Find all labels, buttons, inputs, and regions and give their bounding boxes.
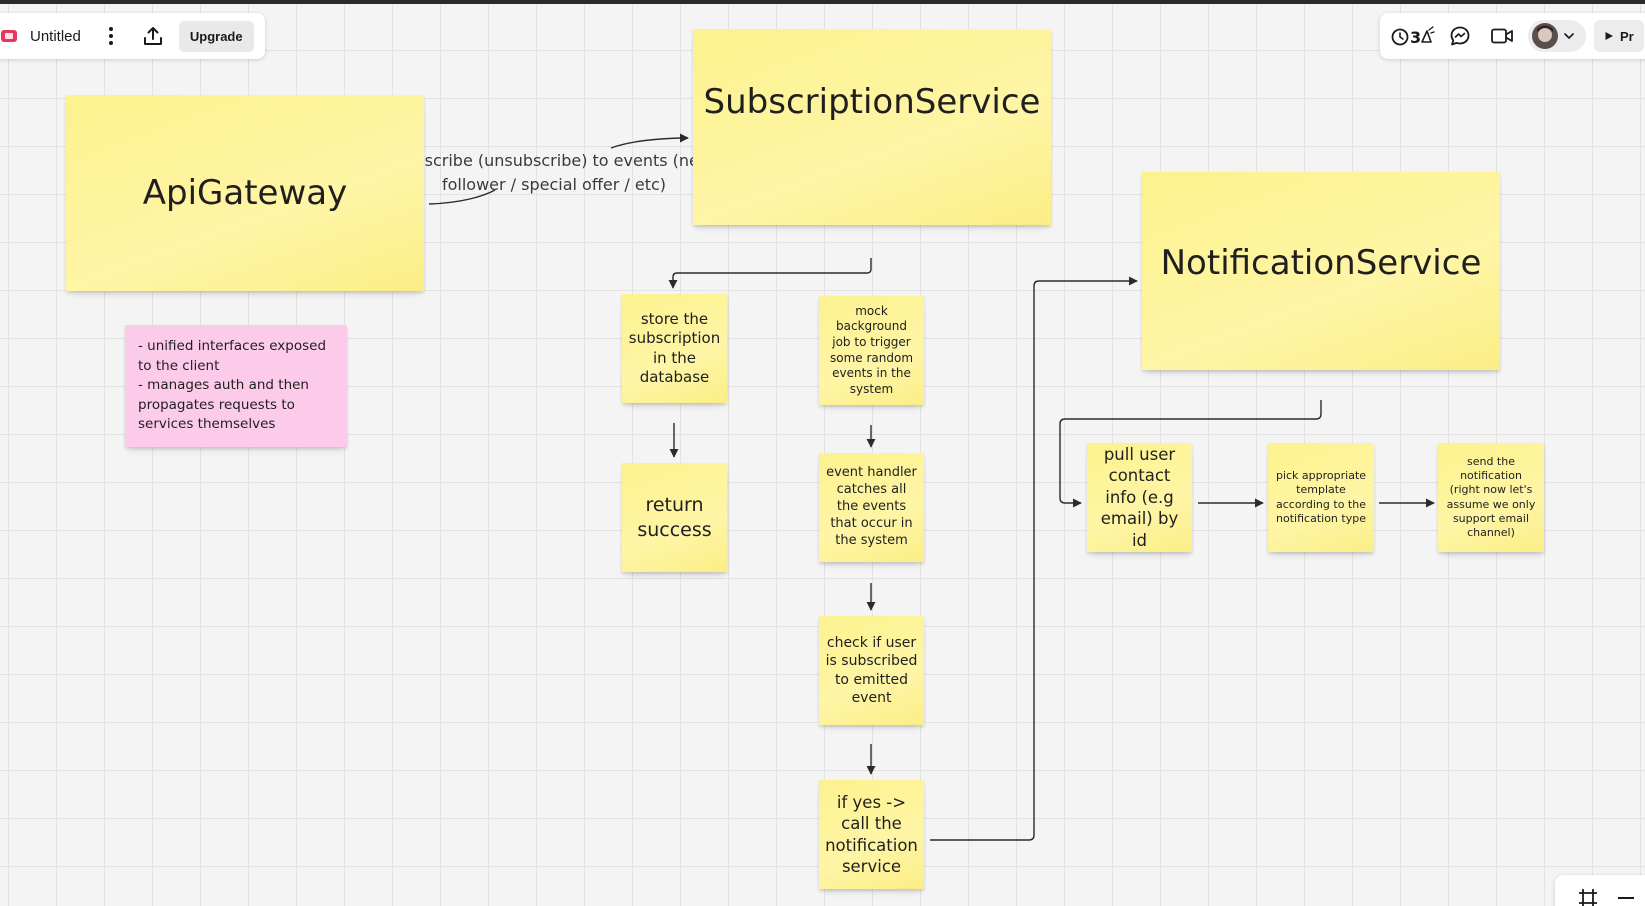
sticky-event-handler[interactable]: event handler catches all the events tha… — [819, 453, 924, 562]
sticky-text: if yes -> call the notification service — [825, 792, 918, 876]
sticky-text: SubscriptionService — [703, 81, 1041, 122]
connector-subscription-to-store — [668, 258, 872, 289]
sticky-text: pull user contact info (e.g email) by id — [1100, 444, 1179, 550]
sticky-text: pick appropriate template according to t… — [1275, 468, 1367, 525]
sticky-text: ApiGateway — [142, 172, 348, 213]
sticky-text: NotificationService — [1160, 242, 1482, 283]
chat-bubble-icon[interactable] — [1448, 24, 1472, 48]
sticky-text: store the subscription in the database — [628, 309, 721, 387]
sticky-send-notification[interactable]: send the notification (right now let's a… — [1438, 443, 1544, 552]
minus-icon[interactable] — [1615, 887, 1637, 906]
present-button[interactable]: Pr — [1594, 20, 1644, 52]
sticky-return-success[interactable]: return success — [622, 463, 727, 572]
present-label: Pr — [1620, 28, 1634, 44]
play-icon — [1605, 32, 1613, 40]
collaboration-toolbar: 3 — [1380, 13, 1645, 59]
connector-call-to-notification — [930, 276, 1138, 841]
sticky-mock-background-job[interactable]: mock background job to trigger some rand… — [819, 296, 924, 405]
connector-label-line-2: follower / special offer / etc) — [442, 175, 666, 194]
upload-share-icon[interactable] — [141, 24, 165, 48]
sticky-api-gateway-description[interactable]: - unified interfaces exposed to the clie… — [125, 325, 347, 447]
sticky-notification-service[interactable]: NotificationService — [1142, 172, 1500, 370]
sticky-pick-template[interactable]: pick appropriate template according to t… — [1268, 443, 1374, 552]
board-title[interactable]: Untitled — [30, 27, 81, 45]
sticky-text: return success — [637, 493, 712, 541]
sticky-text: send the notification (right now let's a… — [1446, 454, 1536, 540]
window-top-border — [0, 0, 1645, 4]
sticky-text: - unified interfaces exposed to the clie… — [138, 338, 327, 433]
sticky-api-gateway[interactable]: ApiGateway — [66, 95, 424, 291]
sticky-text: check if user is subscribed to emitted e… — [825, 635, 918, 706]
user-avatar[interactable] — [1528, 20, 1586, 52]
sticky-text: mock background job to trigger some rand… — [829, 303, 914, 396]
frame-icon[interactable] — [1577, 887, 1599, 906]
video-camera-icon[interactable] — [1490, 24, 1514, 48]
sticky-store-subscription[interactable]: store the subscription in the database — [622, 294, 727, 403]
sticky-pull-user-contact[interactable]: pull user contact info (e.g email) by id — [1087, 443, 1192, 552]
zoom-controls-panel — [1555, 875, 1645, 906]
connector-label-line-1: subscribe (unsubscribe) to events (new — [396, 151, 712, 170]
svg-text:3: 3 — [1410, 28, 1421, 47]
board-logo-icon[interactable] — [0, 27, 18, 45]
connector-gateway-to-subscription — [428, 189, 496, 205]
chevron-down-icon — [1564, 33, 1574, 40]
upgrade-button[interactable]: Upgrade — [178, 20, 254, 52]
sticky-check-subscribed[interactable]: check if user is subscribed to emitted e… — [819, 616, 924, 725]
connector-gateway-to-subscription-head — [610, 133, 689, 149]
kebab-menu-icon[interactable] — [101, 24, 121, 48]
reactions-icon[interactable]: 3 — [1390, 23, 1436, 49]
sticky-call-notification[interactable]: if yes -> call the notification service — [819, 780, 924, 889]
sticky-subscription-service[interactable]: SubscriptionService — [693, 29, 1051, 225]
sticky-text: event handler catches all the events tha… — [826, 465, 917, 548]
board-title-panel: Untitled Upgrade — [0, 13, 265, 59]
